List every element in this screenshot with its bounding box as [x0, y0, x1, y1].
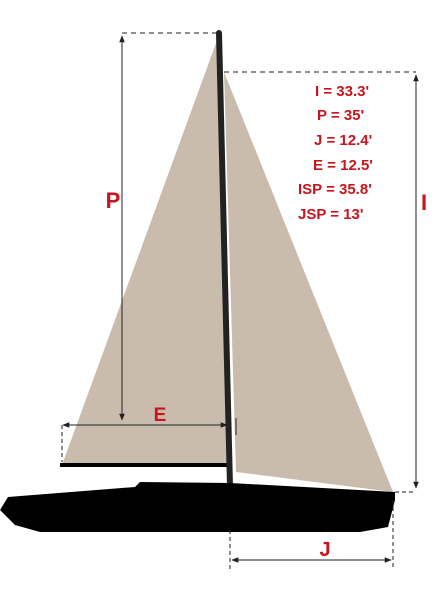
- hull: [0, 482, 395, 532]
- measurements-list: I = 33.3' P = 35' J = 12.4' E = 12.5' IS…: [298, 83, 373, 223]
- measurement-isp: ISP = 35.8': [298, 181, 372, 198]
- measurement-p: P = 35': [317, 107, 364, 124]
- label-p: P: [106, 188, 121, 213]
- label-j: J: [319, 539, 330, 561]
- jib-sail: [224, 72, 393, 492]
- measurement-j: J = 12.4': [314, 132, 372, 149]
- label-i: I: [421, 190, 427, 215]
- measurement-jsp: JSP = 13': [298, 206, 363, 223]
- mainsail: [62, 35, 228, 465]
- mast: [216, 30, 233, 490]
- measurement-e: E = 12.5': [313, 157, 373, 174]
- label-e: E: [154, 405, 167, 426]
- measurement-i: I = 33.3': [315, 83, 369, 100]
